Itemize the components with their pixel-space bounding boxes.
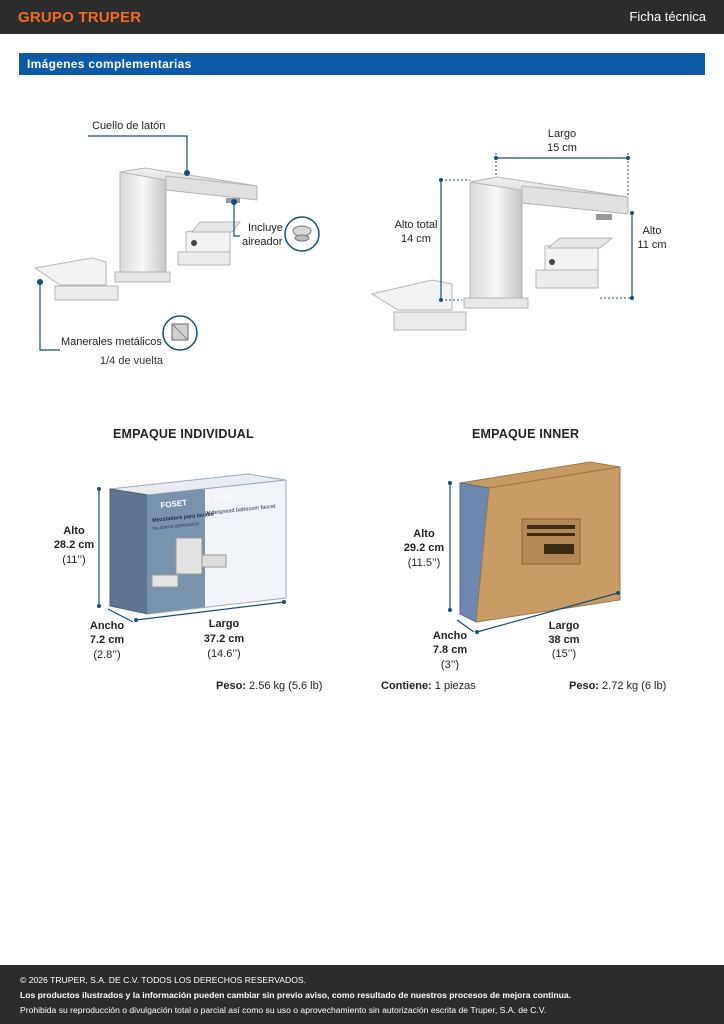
section-title: Imágenes complementarias <box>27 57 192 71</box>
ind-weight-value: 2.56 kg (5.6 lb) <box>249 680 323 692</box>
height-value: 11 cm <box>637 239 667 251</box>
aerator-label-line1: Incluye <box>248 222 283 234</box>
total-height-value: 14 cm <box>401 233 431 245</box>
length-label: Largo <box>547 128 577 140</box>
inner-width-in: (3’’) <box>440 659 460 671</box>
ind-length-in: (14.6’’) <box>207 648 241 660</box>
footer-bar <box>0 965 724 1024</box>
footer-notice: Los productos ilustrados y la informació… <box>20 990 572 1000</box>
faucet-handle-left <box>33 257 119 301</box>
faucet-handle-right <box>177 221 242 266</box>
inner-length-cm: 38 cm <box>548 634 580 646</box>
section-bar <box>19 53 705 75</box>
inner-length-label: Largo <box>548 620 580 632</box>
total-height-label: Alto total <box>394 219 438 231</box>
dimension-lines <box>439 153 634 302</box>
height-label: Alto <box>642 225 662 237</box>
metal-handle-icon <box>162 315 198 351</box>
inner-pack-heading: EMPAQUE INNER <box>472 427 580 441</box>
individual-pack-dimension-lines <box>98 489 285 623</box>
length-value: 15 cm <box>547 142 577 154</box>
footer-prohibition: Prohibida su reproducción o divulgación … <box>20 1005 547 1015</box>
footer-copyright: © 2026 TRUPER, S.A. DE C.V. TODOS LOS DE… <box>20 975 307 985</box>
handles-label: Manerales metálicos <box>61 336 162 348</box>
top-bar <box>0 0 724 34</box>
ind-length-label: Largo <box>208 618 240 630</box>
inner-width-label: Ancho <box>432 630 468 642</box>
inner-length-in: (15’’) <box>551 648 577 660</box>
faucet-dimensions-illustration <box>370 176 629 331</box>
ind-weight-label: Peso: <box>216 680 246 692</box>
handles-sublabel: 1/4 de vuelta <box>100 355 163 367</box>
inner-contents-value: 1 piezas <box>434 680 476 692</box>
aerator-label-line2: aireador <box>242 236 283 248</box>
ind-length-cm: 37.2 cm <box>203 633 245 645</box>
ind-width-cm: 7.2 cm <box>89 634 125 646</box>
inner-pack-dimension-lines <box>449 483 619 633</box>
inner-contents-label: Contiene: <box>381 680 432 692</box>
callout-lines <box>39 135 240 351</box>
individual-package-box <box>109 473 287 615</box>
ind-weight: Peso: 2.56 kg (5.6 lb) <box>216 679 322 693</box>
inner-width-cm: 7.8 cm <box>432 644 468 656</box>
ind-height-cm: 28.2 cm <box>53 539 95 551</box>
neck-label: Cuello de latón <box>92 120 166 132</box>
document-type: Ficha técnica <box>629 9 706 24</box>
inner-height-in: (11.5’’) <box>407 557 441 569</box>
inner-contents: Contiene: 1 piezas <box>381 679 476 693</box>
brand-logo: GRUPO TRUPER <box>18 9 142 26</box>
ind-height-in: (11’’) <box>62 554 86 566</box>
ind-width-in: (2.8’’) <box>93 649 121 661</box>
inner-height-cm: 29.2 cm <box>403 542 445 554</box>
inner-height-label: Alto <box>413 528 435 540</box>
ind-height-label: Alto <box>63 525 85 537</box>
inner-package-box <box>459 461 621 623</box>
ind-width-label: Ancho <box>89 620 125 632</box>
inner-weight-value: 2.72 kg (6 lb) <box>602 680 667 692</box>
individual-pack-heading: EMPAQUE INDIVIDUAL <box>113 427 254 441</box>
faucet-spout <box>114 167 258 283</box>
aerator-icon <box>284 216 320 252</box>
inner-weight-label: Peso: <box>569 680 599 692</box>
inner-weight: Peso: 2.72 kg (6 lb) <box>569 679 666 693</box>
